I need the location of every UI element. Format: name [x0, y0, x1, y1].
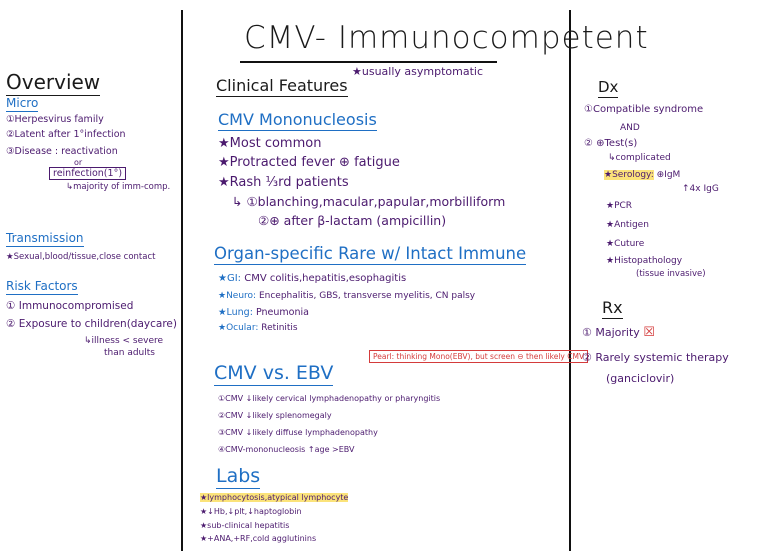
- micro-item-3: ③Disease : reactivation: [6, 146, 118, 157]
- neuro-label: ★Neuro:: [218, 291, 257, 301]
- labs-item-3: ★sub-clinical hepatitis: [200, 521, 290, 530]
- reinfection-box: reinfection(1°): [49, 167, 127, 180]
- serology-value: ⊕IgM: [656, 170, 681, 180]
- dx-and: AND: [620, 123, 640, 133]
- mono-item-3: ★Rash ⅓rd patients: [218, 175, 349, 190]
- risk-note-1: ↳illness < severe: [84, 336, 164, 346]
- dx-test-histo: ★Histopathology: [606, 256, 683, 266]
- cmv-ebv-item-4: ④CMV-mononucleosis ↑age >EBV: [218, 445, 355, 454]
- labs-item-2: ★↓Hb,↓plt,↓haptoglobin: [200, 507, 302, 516]
- mono-sub-2: ②⊕ after β-lactam (ampicillin): [258, 213, 447, 228]
- micro-item-1: ①Herpesvirus family: [6, 114, 104, 125]
- lung-line: ★Lung: Pneumonia: [218, 307, 309, 318]
- dx-heading: Dx: [598, 78, 619, 98]
- ocular-label: ★Ocular:: [218, 323, 259, 333]
- risk-note-2: than adults: [104, 348, 155, 358]
- gi-line: ★GI: CMV colitis,hepatitis,esophagitis: [218, 273, 406, 284]
- dx-line-2: ② ⊕Test(s): [584, 138, 638, 149]
- serology-value-2: ↑4x IgG: [682, 184, 719, 194]
- dx-tissue-note: (tissue invasive): [636, 269, 706, 279]
- right-column-divider: [569, 10, 571, 551]
- mono-item-2: ★Protracted fever ⊕ fatigue: [218, 155, 400, 170]
- mono-sub-1: ↳ ①blanching,macular,papular,morbillifor…: [232, 194, 506, 209]
- cmv-vs-ebv-heading: CMV vs. EBV: [214, 362, 334, 386]
- micro-item-2: ②Latent after 1°infection: [6, 129, 126, 140]
- dx-test-culture: ★Cuture: [606, 239, 645, 249]
- no-treatment-icon: ☒: [643, 325, 655, 340]
- dx-test-antigen: ★Antigen: [606, 220, 649, 230]
- labs-heading: Labs: [216, 465, 261, 489]
- cmv-ebv-item-2: ②CMV ↓likely splenomegaly: [218, 411, 332, 420]
- cmv-mono-heading: CMV Mononucleosis: [218, 110, 377, 131]
- pearl-box: Pearl: thinking Mono(EBV), but screen ⊖ …: [369, 350, 589, 363]
- rx-line-1: ① Majority ☒: [582, 325, 655, 340]
- page-title: CMV- Immunocompetent: [244, 20, 649, 56]
- serology-line: ★Serology: ⊕IgM: [604, 170, 680, 180]
- ocular-text: Retinitis: [261, 323, 298, 333]
- asymptomatic-note: ★usually asymptomatic: [352, 65, 483, 78]
- title-underline: [240, 61, 497, 63]
- risk-item-1: ① Immunocompromised: [6, 300, 134, 312]
- micro-or: or: [74, 158, 83, 167]
- dx-line-1: ①Compatible syndrome: [584, 104, 704, 115]
- ocular-line: ★Ocular: Retinitis: [218, 323, 298, 333]
- lung-text: Pneumonia: [255, 307, 309, 318]
- rx-line-2: ② Rarely systemic therapy: [582, 351, 729, 364]
- risk-factors-heading: Risk Factors: [6, 279, 78, 295]
- rx-majority: ① Majority: [582, 326, 640, 339]
- left-column-divider: [181, 10, 183, 551]
- neuro-line: ★Neuro: Encephalitis, GBS, transverse my…: [218, 291, 475, 301]
- labs-item-4: ★+ANA,+RF,cold agglutinins: [200, 534, 317, 543]
- majority-note: ↳majority of imm-comp.: [66, 182, 171, 192]
- dx-complicated: ↳complicated: [608, 153, 671, 163]
- rx-line-3: (ganciclovir): [606, 372, 675, 385]
- overview-heading: Overview: [6, 70, 101, 96]
- neuro-text: Encephalitis, GBS, transverse myelitis, …: [258, 291, 476, 301]
- gi-text: CMV colitis,hepatitis,esophagitis: [244, 273, 407, 284]
- transmission-text: ★Sexual,blood/tissue,close contact: [6, 252, 156, 262]
- serology-label: ★Serology:: [604, 170, 654, 180]
- rx-heading: Rx: [602, 298, 623, 319]
- labs-item-1: ★lymphocytosis,atypical lymphocyte: [200, 493, 349, 502]
- cmv-ebv-item-1: ①CMV ↓likely cervical lymphadenopathy or…: [218, 394, 441, 403]
- risk-item-2: ② Exposure to children(daycare): [6, 318, 177, 330]
- cmv-ebv-item-3: ③CMV ↓likely diffuse lymphadenopathy: [218, 428, 378, 437]
- clinical-features-heading: Clinical Features: [216, 76, 348, 97]
- lung-label: ★Lung:: [218, 307, 253, 318]
- mono-item-1: ★Most common: [218, 136, 322, 151]
- organ-specific-heading: Organ-specific Rare w/ Intact Immune: [214, 244, 527, 265]
- micro-heading: Micro: [6, 96, 39, 112]
- dx-test-pcr: ★PCR: [606, 201, 633, 211]
- gi-label: ★GI:: [218, 273, 242, 284]
- transmission-heading: Transmission: [6, 231, 84, 247]
